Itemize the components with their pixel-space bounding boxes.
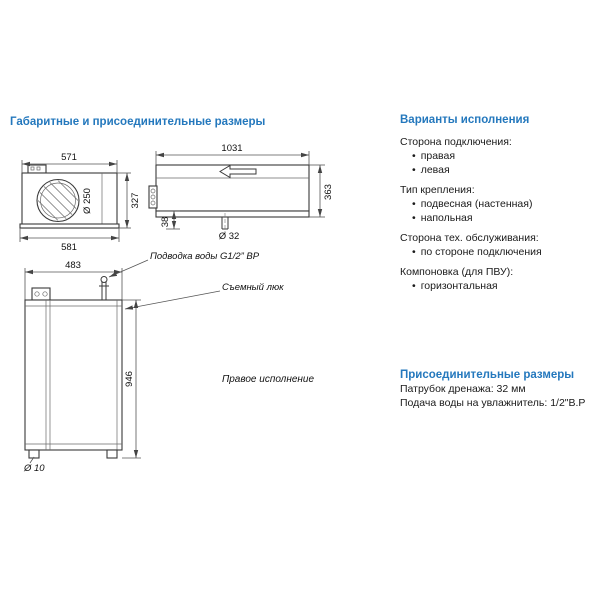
technical-drawings: Ø 250 571 327 581: [19, 143, 334, 474]
terminal-mark: [36, 166, 41, 171]
dim-tall-height-text: 946: [124, 371, 135, 387]
bullet-item-label: подвесная (настенная): [420, 198, 533, 210]
bullet-item: • горизонтальная: [400, 279, 596, 293]
bullet-item-label: напольная: [420, 212, 473, 224]
group-label: Сторона тех. обслуживания:: [400, 232, 539, 244]
dim-side-height-text: 363: [323, 184, 334, 200]
bullet-icon: •: [412, 150, 416, 162]
dim-height-text: 327: [130, 193, 141, 209]
variant-group-mounting-type: Тип крепления: • подвесная (настенная) • н…: [400, 183, 596, 225]
bullet-item: • по стороне подключения: [400, 245, 596, 259]
connector-port: [150, 188, 156, 194]
dim-width-text: 483: [65, 260, 81, 271]
variants-title: Варианты исполнения: [400, 114, 530, 126]
dim-height-327: [117, 172, 131, 229]
dim-width-483: [24, 268, 123, 300]
connection-box: [148, 185, 158, 209]
right-version-caption: Правое исполнение: [222, 374, 314, 385]
foot: [28, 449, 40, 459]
variant-group-connection-side: Сторона подключения: • правая • левая: [400, 135, 596, 177]
bullet-item: • левая: [400, 163, 596, 177]
bullet-item-label: горизонтальная: [420, 280, 498, 292]
bullet-item-label: по стороне подключения: [420, 246, 542, 258]
drain-diameter-text: Ø 32: [219, 231, 240, 242]
unit-body: [21, 172, 118, 229]
group-label: Компоновка (для ПВУ):: [400, 266, 514, 278]
bullet-icon: •: [412, 212, 416, 224]
dim-width-top-571: [21, 160, 118, 173]
dim-drain-offset-38: [160, 210, 180, 230]
dim-width-top-text: 571: [61, 152, 77, 163]
port-mark: [42, 291, 48, 297]
water-label-leader: [108, 259, 149, 278]
dim-side-height-363: [309, 164, 325, 218]
bullet-item: • подвесная (настенная): [400, 197, 596, 211]
tall-unit-drawing: 483 Подводка воды G1/2” ВР Съемный люк: [23, 251, 314, 474]
water-supply-label: Подводка воды G1/2” ВР: [150, 251, 260, 262]
dim-length-1031: [155, 151, 310, 165]
bullet-icon: •: [412, 198, 416, 210]
airflow-arrow-icon: [219, 164, 257, 179]
bullet-icon: •: [412, 280, 416, 292]
connector-port: [150, 200, 156, 206]
fan-ring: [40, 182, 76, 219]
group-label: Тип крепления:: [400, 184, 475, 196]
connection-dims-title: Присоединительные размеры: [400, 369, 575, 381]
dim-drain-offset-text: 38: [160, 217, 171, 228]
removable-hatch-label: Съемный люк: [222, 282, 284, 293]
variant-group-layout: Компоновка (для ПВУ): • горизонтальная: [400, 265, 596, 293]
connector-port: [150, 194, 156, 200]
bullet-icon: •: [412, 164, 416, 176]
bullet-item: • напольная: [400, 211, 596, 225]
fan-diameter-label: Ø 250: [82, 188, 93, 214]
fan-opening: [36, 178, 80, 223]
dim-width-bottom-581: [19, 228, 120, 242]
foot-hole-label: Ø 10: [23, 463, 45, 474]
foot-hole-leader: [29, 456, 35, 464]
dim-length-text: 1031: [221, 143, 242, 154]
connection-dims-section: Присоединительные размеры Патрубок дрена…: [400, 368, 596, 410]
bullet-item: • правая: [400, 149, 596, 163]
water-fitting: [99, 276, 109, 300]
variants-section: Варианты исполнения Сторона подключения:…: [400, 113, 596, 293]
dim-tall-height-946: [122, 299, 141, 459]
terminal-mark: [30, 166, 35, 171]
dimensions-title: Габаритные и присоединительные размеры: [10, 116, 266, 128]
water-supply-line: Подача воды на увлажнитель: 1/2"В.Р: [400, 397, 586, 409]
bullet-item-label: правая: [420, 150, 456, 162]
side-view-drawing: Ø 32 1031 38 363: [148, 143, 334, 242]
drain-pipe: [221, 213, 229, 234]
hatch-label-leader: [124, 290, 221, 310]
foot: [106, 449, 118, 459]
bullet-item-label: левая: [420, 164, 450, 176]
port-mark: [34, 291, 40, 297]
drain-pan: [155, 210, 310, 218]
base-plate: [19, 223, 120, 229]
bullet-icon: •: [412, 246, 416, 258]
front-view-drawing: Ø 250 571 327 581: [19, 152, 141, 253]
tall-unit-body: [24, 299, 123, 451]
dim-width-bottom-text: 581: [61, 242, 77, 253]
drain-pipe-line: Патрубок дренажа: 32 мм: [400, 383, 526, 395]
variant-group-service-side: Сторона тех. обслуживания: • по стороне п…: [400, 231, 596, 259]
group-label: Сторона подключения:: [400, 136, 512, 148]
